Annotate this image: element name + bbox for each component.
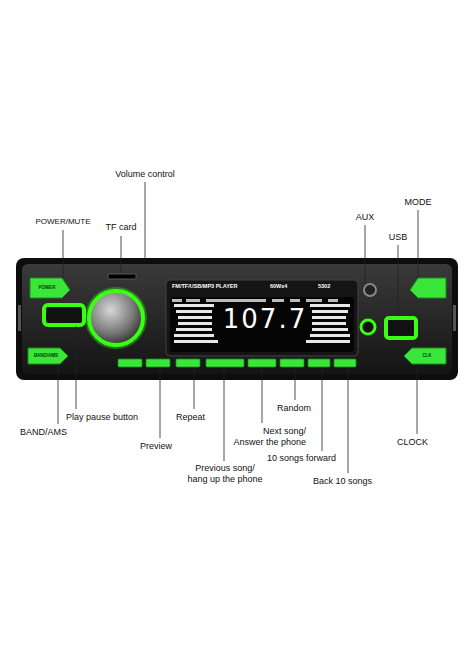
callout-label: Volume control bbox=[95, 169, 195, 180]
button-text: POWER bbox=[30, 285, 64, 291]
callout-label: TF card bbox=[98, 222, 144, 233]
usb-port bbox=[386, 318, 416, 338]
callout-label: BAND/AMS bbox=[20, 427, 80, 438]
button-text: BAND/AMS bbox=[26, 353, 66, 359]
callout-label: MODE bbox=[398, 197, 438, 208]
display-bars bbox=[174, 304, 350, 343]
power-button bbox=[30, 278, 70, 298]
callout-label: Repeat bbox=[176, 412, 216, 423]
function-buttons bbox=[118, 359, 356, 367]
knob-glow bbox=[85, 287, 147, 349]
panel-text: FM/TF/USB/MP3 PLAYER bbox=[172, 283, 268, 290]
clk-button bbox=[404, 348, 446, 364]
callout-label: AUX bbox=[348, 212, 382, 223]
tf-slot bbox=[108, 274, 136, 279]
display-frame bbox=[166, 280, 358, 356]
mode-button bbox=[410, 278, 446, 298]
display-screen bbox=[170, 297, 354, 352]
side-slot bbox=[18, 305, 21, 331]
panel-text: 5302 bbox=[318, 283, 348, 290]
callout-label: Preview bbox=[140, 441, 180, 452]
panel-text: 60Wx4 bbox=[270, 283, 300, 290]
callout-label: USB bbox=[382, 232, 414, 243]
leader-lines bbox=[58, 182, 418, 473]
callout-label: CLOCK bbox=[397, 437, 441, 448]
callout-label: Random bbox=[277, 403, 319, 414]
side-slot bbox=[453, 305, 456, 331]
callout-label: Play pause button bbox=[66, 412, 158, 423]
callout-label: Previous song/ hang up the phone bbox=[186, 463, 264, 486]
callout-label: 10 songs forward bbox=[267, 453, 349, 464]
aux-jack bbox=[364, 284, 376, 296]
callout-label: Next song/ Answer the phone bbox=[232, 426, 306, 449]
green-ring-button bbox=[361, 320, 375, 334]
button-text: CLK bbox=[412, 353, 442, 359]
stereo-face bbox=[22, 264, 452, 374]
stereo-body bbox=[16, 258, 458, 380]
callout-label: POWER/MUTE bbox=[30, 217, 96, 227]
frequency-readout: 107.7 bbox=[215, 306, 315, 332]
callout-label: Back 10 songs bbox=[313, 476, 387, 487]
volume-knob bbox=[89, 291, 143, 345]
display-icons bbox=[172, 299, 338, 302]
play-button bbox=[44, 305, 84, 325]
